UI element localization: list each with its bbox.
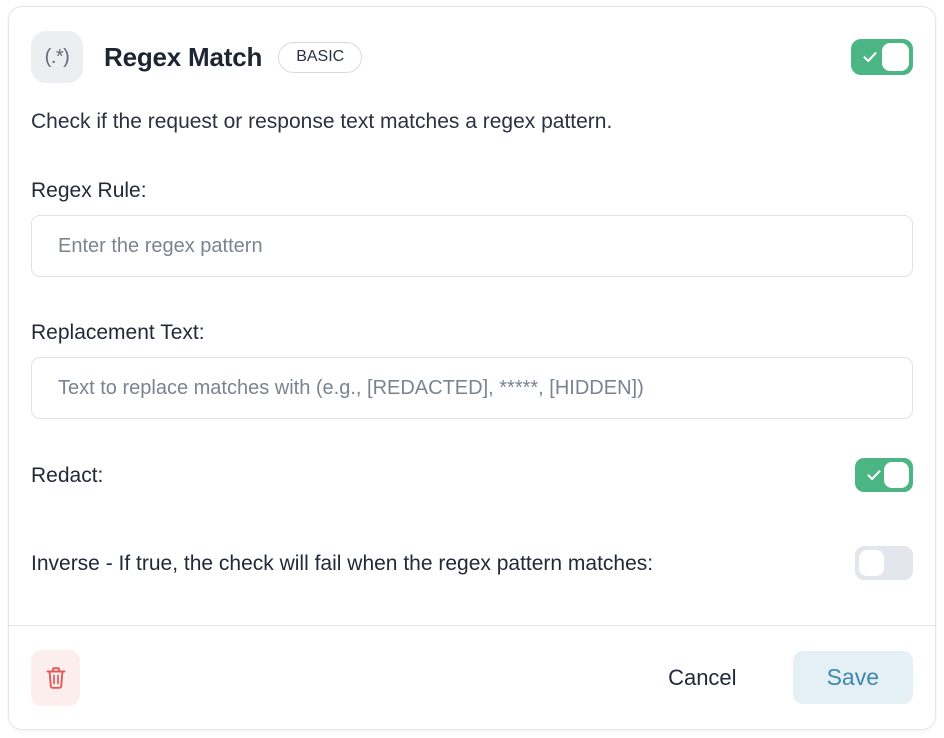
save-button[interactable]: Save <box>792 651 913 704</box>
toggle-knob <box>882 43 909 71</box>
card-footer: Cancel Save <box>9 625 935 729</box>
card-description: Check if the request or response text ma… <box>31 110 613 133</box>
card-header: (.*) Regex Match BASIC <box>31 29 913 85</box>
regex-match-card: (.*) Regex Match BASIC Check if the requ… <box>8 6 936 730</box>
redact-toggle[interactable] <box>855 458 913 493</box>
status-badge: BASIC <box>278 41 363 73</box>
check-icon <box>867 470 881 481</box>
replacement-text-input[interactable] <box>31 357 913 420</box>
toggle-knob <box>884 462 909 489</box>
enable-check-toggle[interactable] <box>851 39 913 75</box>
redact-label: Redact: <box>31 463 104 487</box>
page-title: Regex Match <box>104 41 263 72</box>
inverse-row: Inverse - If true, the check will fail w… <box>31 545 913 581</box>
delete-button[interactable] <box>31 649 80 706</box>
regex-icon-glyph: (.*) <box>44 45 70 68</box>
inverse-label: Inverse - If true, the check will fail w… <box>31 551 654 575</box>
check-icon <box>863 52 877 63</box>
trash-icon <box>46 666 65 689</box>
redact-row: Redact: <box>31 457 913 493</box>
inverse-toggle[interactable] <box>855 546 913 581</box>
toggle-knob <box>859 550 884 577</box>
card-body: (.*) Regex Match BASIC Check if the requ… <box>9 7 935 625</box>
regex-rule-input[interactable] <box>31 215 913 278</box>
cancel-button[interactable]: Cancel <box>654 655 750 701</box>
regex-icon: (.*) <box>31 31 83 83</box>
regex-rule-label: Regex Rule: <box>31 179 147 203</box>
replacement-text-label: Replacement Text: <box>31 321 205 345</box>
